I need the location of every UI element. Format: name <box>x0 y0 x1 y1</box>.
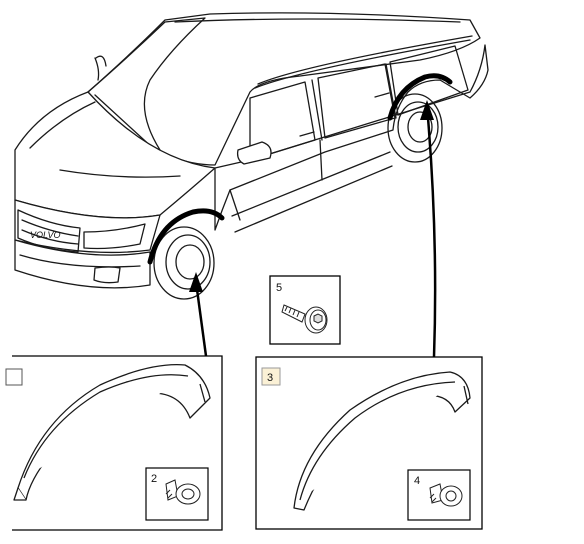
screw-icon <box>281 304 328 334</box>
front-leader-arrow <box>189 272 203 292</box>
car-illustration: VOLVO <box>14 12 489 300</box>
screw-callout-frame <box>269 275 341 345</box>
front-flare-part <box>13 364 211 501</box>
rear-flare-panel: 3 4 <box>255 356 483 530</box>
rear-clip-number: 4 <box>414 475 420 487</box>
rear-panel-marker-label: 3 <box>267 372 273 384</box>
front-flare-highlight <box>147 208 225 265</box>
clip-icon-front <box>165 479 201 505</box>
front-clip-number: 2 <box>151 473 157 485</box>
front-leader-line <box>194 281 208 357</box>
clip-icon-rear <box>429 483 463 507</box>
front-panel-marker <box>5 368 23 386</box>
screw-callout: 5 <box>269 275 341 345</box>
rear-leader-line <box>426 117 437 358</box>
leader-lines <box>189 100 437 358</box>
front-flare-panel: 2 <box>5 355 223 531</box>
rear-flare-part <box>293 371 471 511</box>
rear-leader-arrow <box>420 100 434 120</box>
screw-number: 5 <box>276 282 282 294</box>
highlighted-flares <box>147 73 453 265</box>
rear-flare-highlight <box>387 73 453 121</box>
rear-panel-marker <box>261 367 281 386</box>
svg-text:VOLVO: VOLVO <box>30 230 61 240</box>
